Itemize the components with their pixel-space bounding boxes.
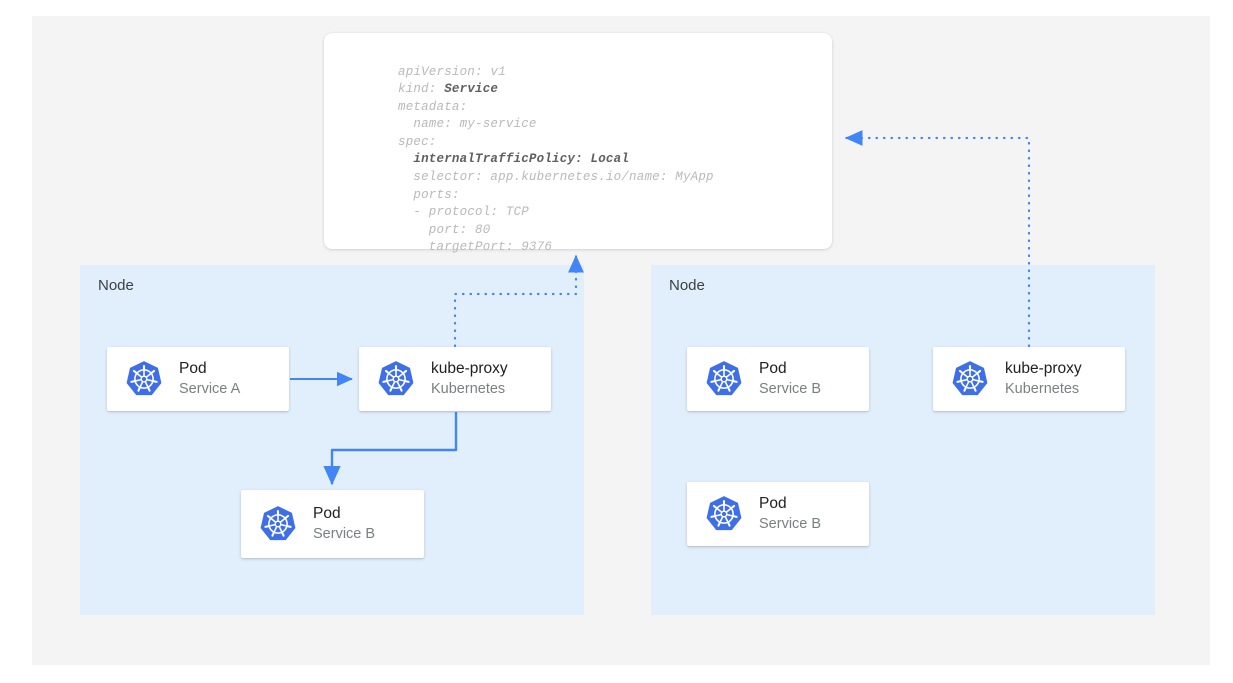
card-title: Pod — [759, 360, 787, 377]
card-kube-proxy-right[interactable]: kube-proxy Kubernetes — [933, 347, 1125, 411]
diagram-canvas: apiVersion: v1 kind: Service metadata: nam… — [32, 16, 1210, 665]
yaml-line: - protocol: TCP — [398, 205, 529, 220]
card-pod-service-b-left[interactable]: Pod Service B — [241, 490, 424, 558]
card-subtitle: Service B — [313, 526, 376, 542]
card-subtitle: Service B — [759, 516, 822, 532]
yaml-line: internalTrafficPolicy: Local — [398, 152, 630, 167]
card-title: kube-proxy — [1005, 360, 1082, 377]
node-right-label: Node — [669, 277, 705, 294]
card-pod-service-a[interactable]: Pod Service A — [107, 347, 289, 411]
card-subtitle: Kubernetes — [1005, 381, 1080, 397]
card-title: Pod — [759, 495, 787, 512]
yaml-line: spec: — [398, 134, 437, 149]
card-subtitle: Service B — [759, 381, 822, 397]
kubernetes-icon — [377, 360, 415, 398]
service-manifest-code: apiVersion: v1 kind: Service metadata: nam… — [324, 64, 832, 258]
yaml-line: name: my-service — [398, 117, 537, 132]
kubernetes-icon — [259, 505, 297, 543]
yaml-line: kind: Service — [398, 82, 499, 97]
service-manifest-panel: apiVersion: v1 kind: Service metadata: nam… — [324, 33, 832, 254]
card-title: Pod — [313, 505, 341, 522]
kubernetes-icon — [705, 360, 743, 398]
card-pod-service-b-right-bottom[interactable]: Pod Service B — [687, 482, 869, 546]
card-pod-service-b-right-top[interactable]: Pod Service B — [687, 347, 869, 411]
yaml-line: targetPort: 9376 — [398, 240, 553, 255]
node-left-label: Node — [98, 277, 134, 294]
yaml-line: metadata: — [398, 99, 468, 114]
card-subtitle: Kubernetes — [431, 381, 506, 397]
kubernetes-icon — [125, 360, 163, 398]
yaml-line: selector: app.kubernetes.io/name: MyApp — [398, 170, 714, 185]
card-kube-proxy-left[interactable]: kube-proxy Kubernetes — [359, 347, 551, 411]
node-right: Node — [651, 265, 1155, 615]
yaml-line: apiVersion: v1 — [398, 64, 506, 79]
yaml-value-emphasis: Service — [444, 82, 499, 97]
card-title: kube-proxy — [431, 360, 508, 377]
yaml-line: port: 80 — [398, 222, 491, 237]
yaml-line: ports: — [398, 187, 460, 202]
kubernetes-icon — [951, 360, 989, 398]
kubernetes-icon — [705, 495, 743, 533]
node-left: Node — [80, 265, 584, 615]
card-subtitle: Service A — [179, 381, 241, 397]
card-title: Pod — [179, 360, 207, 377]
